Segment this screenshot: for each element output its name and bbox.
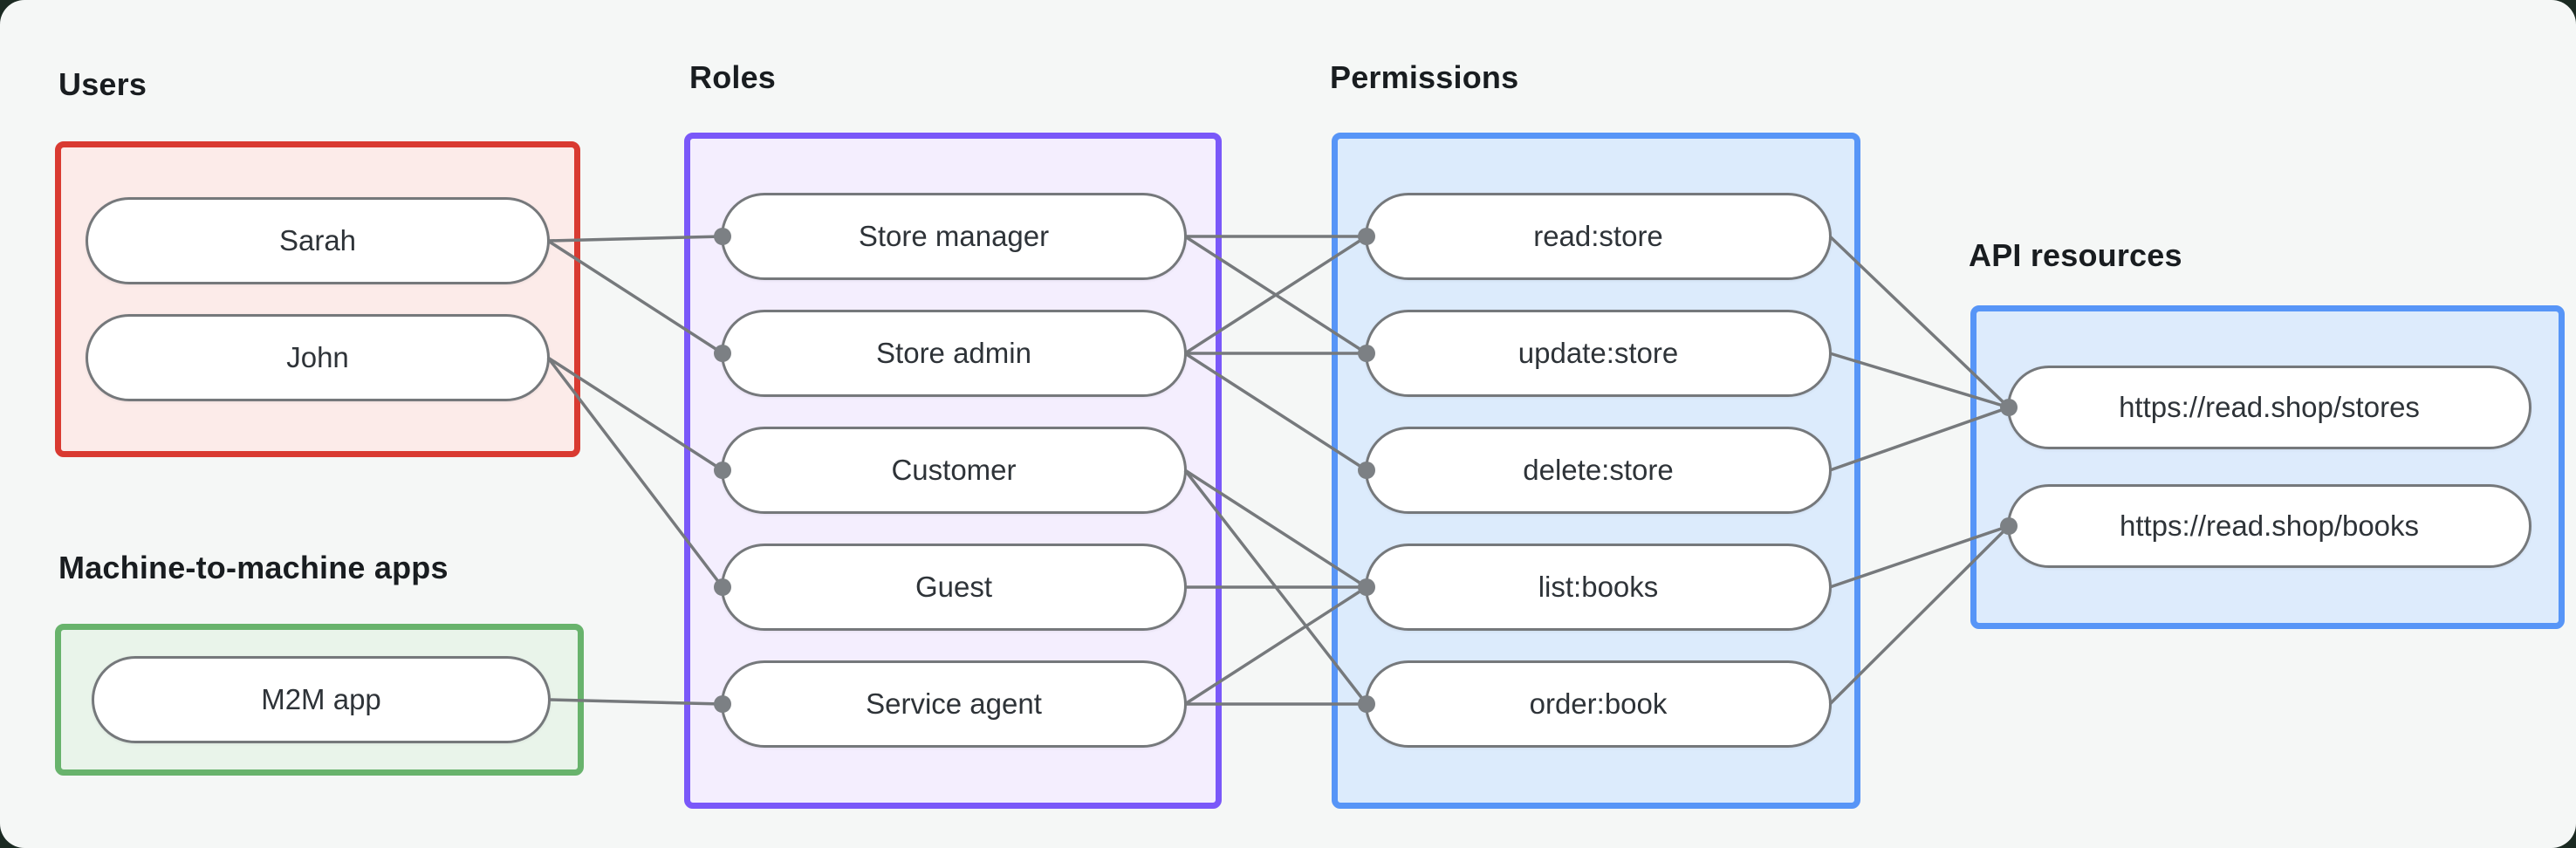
node-label: https://read.shop/stores: [2119, 391, 2420, 423]
m2m-apps-group-box: M2M app: [55, 624, 584, 776]
group-label-permissions: Permissions: [1330, 59, 1519, 95]
node-label: order:book: [1529, 687, 1668, 720]
node-label: John: [286, 341, 349, 373]
group-label-machine-to-machine-apps: Machine-to-machine apps: [58, 550, 449, 585]
permissions-group-box: read:store update:store delete:store list:b…: [1332, 133, 1860, 809]
node-label: https://read.shop/books: [2119, 509, 2420, 542]
node-label: M2M app: [261, 683, 381, 715]
node-stores-api: https://read.shop/stores: [2007, 366, 2531, 449]
node-label: Service agent: [866, 687, 1042, 720]
node-delete-store: delete:store: [1365, 427, 1832, 514]
node-order-book: order:book: [1365, 660, 1832, 748]
node-label: Store admin: [876, 337, 1031, 369]
node-service-agent: Service agent: [721, 660, 1187, 748]
node-read-store: read:store: [1365, 193, 1832, 280]
node-label: Sarah: [278, 224, 357, 256]
api-resources-group-box: https://read.shop/stores https://read.sho…: [1970, 305, 2565, 629]
node-label: read:store: [1533, 220, 1663, 252]
node-list-books: list:books: [1365, 544, 1832, 631]
node-label: Store manager: [858, 220, 1050, 252]
node-sarah: Sarah: [86, 197, 550, 284]
group-label-roles: Roles: [689, 59, 777, 95]
node-label: update:store: [1518, 337, 1679, 369]
node-label: list:books: [1538, 571, 1659, 603]
group-label-api-resources: API resources: [1969, 237, 2182, 273]
node-guest: Guest: [721, 544, 1187, 631]
node-label: Guest: [915, 571, 993, 603]
node-customer: Customer: [721, 427, 1187, 514]
node-john: John: [86, 314, 550, 401]
node-label: Customer: [891, 454, 1017, 486]
node-label: delete:store: [1523, 454, 1674, 486]
node-store-manager: Store manager: [721, 193, 1187, 280]
node-m2m-app: M2M app: [92, 656, 551, 743]
node-update-store: update:store: [1365, 310, 1832, 397]
node-books-api: https://read.shop/books: [2007, 484, 2531, 568]
group-label-users: Users: [58, 66, 147, 102]
node-store-admin: Store admin: [721, 310, 1187, 397]
